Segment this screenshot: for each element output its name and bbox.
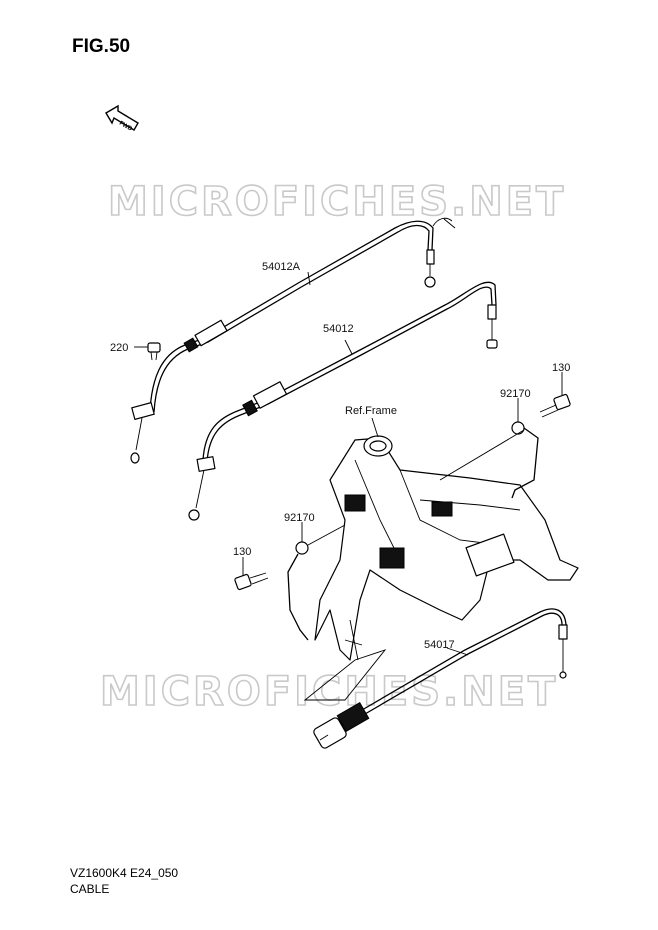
throttle-cable-54012a	[130, 217, 456, 464]
watermark-top: MICROFICHES.NET	[108, 179, 566, 225]
leader-lines	[134, 271, 563, 656]
bolt-130-right-icon	[539, 393, 571, 418]
label-92170-left: 92170	[284, 512, 315, 524]
label-54017: 54017	[424, 639, 455, 651]
bolt-130-left-icon	[234, 572, 269, 591]
footer-name: CABLE	[70, 882, 109, 896]
label-54012a: 54012A	[262, 261, 301, 273]
label-54012: 54012	[323, 323, 354, 335]
figure-title: FIG.50	[72, 36, 130, 57]
footer-code: VZ1600K4 E24_050	[70, 866, 178, 880]
bolt-220-icon	[147, 342, 161, 361]
fwd-arrow-icon: FWD	[105, 104, 139, 133]
label-ref-frame: Ref.Frame	[345, 405, 397, 417]
throttle-cable-54012	[188, 281, 498, 521]
clamp-92170-left-icon	[287, 541, 309, 641]
label-130-left: 130	[233, 546, 251, 558]
label-130-right: 130	[552, 362, 570, 374]
watermark-bottom: MICROFICHES.NET	[100, 669, 558, 715]
choke-cable-54017	[303, 608, 568, 749]
label-220: 220	[110, 342, 128, 354]
frame-reference	[314, 435, 579, 661]
label-92170-right: 92170	[500, 388, 531, 400]
